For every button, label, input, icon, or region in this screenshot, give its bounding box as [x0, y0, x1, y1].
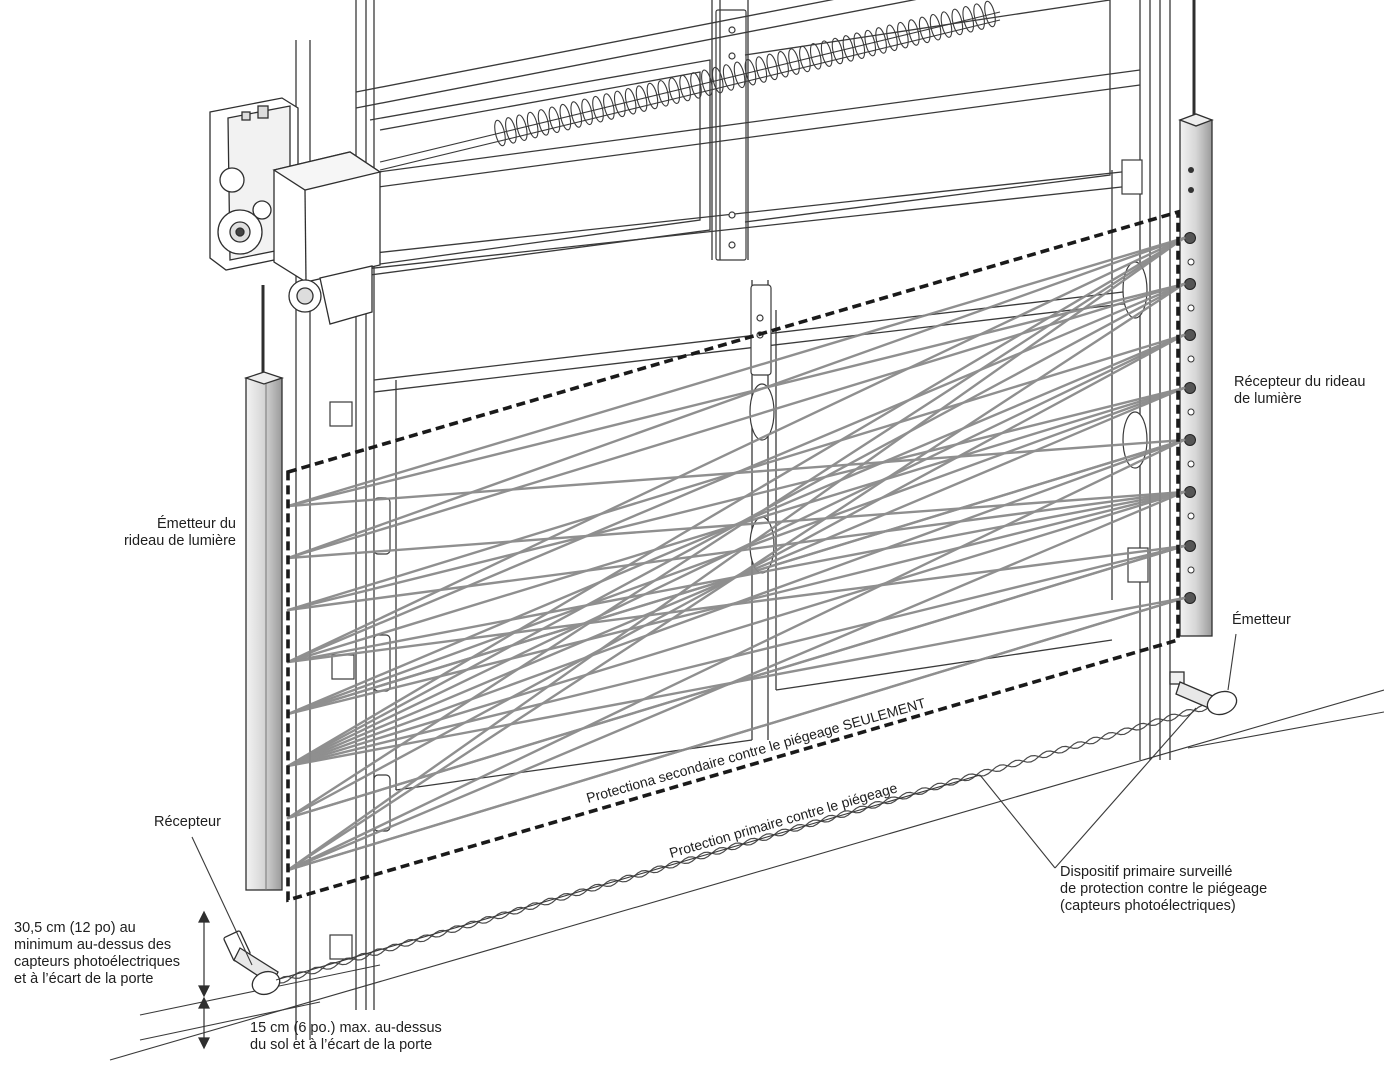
receiver-hole — [1188, 167, 1194, 173]
photo-eye-receiver — [223, 930, 283, 998]
receiver-lens — [1185, 330, 1196, 341]
receiver-hole — [1188, 356, 1194, 362]
primary-zone-label: Protection primaire contre le piégeage — [667, 779, 899, 860]
label-emitter: Émetteur — [1232, 612, 1291, 629]
receiver-hole — [1188, 409, 1194, 415]
receiver-hole — [1188, 513, 1194, 519]
light-curtain-beams — [288, 238, 1184, 870]
receiver-lens — [1185, 279, 1196, 290]
label-primary-device: Dispositif primaire surveillé de protect… — [1060, 864, 1267, 915]
receiver-lens — [1185, 541, 1196, 552]
receiver-hole — [1188, 305, 1194, 311]
receiver-lens — [1185, 383, 1196, 394]
receiver-hole — [1188, 259, 1194, 265]
light-curtain-emitter — [246, 285, 282, 890]
door-operator-motor — [210, 98, 380, 324]
label-receiver: Récepteur — [154, 814, 221, 831]
receiver-hole — [1188, 187, 1194, 193]
light-beam — [288, 546, 1184, 818]
receiver-lens — [1185, 487, 1196, 498]
light-curtain-receiver — [1180, 0, 1212, 636]
light-beam — [288, 492, 1184, 766]
receiver-lens — [1185, 233, 1196, 244]
label-max-height: 15 cm (6 po.) max. au-dessus du sol et à… — [250, 1020, 442, 1054]
receiver-hole — [1188, 461, 1194, 467]
light-beam — [288, 238, 1184, 870]
receiver-lens — [1185, 593, 1196, 604]
label-receiver-curtain: Récepteur du rideau de lumière — [1234, 374, 1365, 408]
receiver-lens — [1185, 435, 1196, 446]
label-emitter-curtain: Émetteur du rideau de lumière — [60, 516, 236, 550]
receiver-hole — [1188, 567, 1194, 573]
label-min-height: 30,5 cm (12 po) au minimum au-dessus des… — [14, 920, 180, 988]
